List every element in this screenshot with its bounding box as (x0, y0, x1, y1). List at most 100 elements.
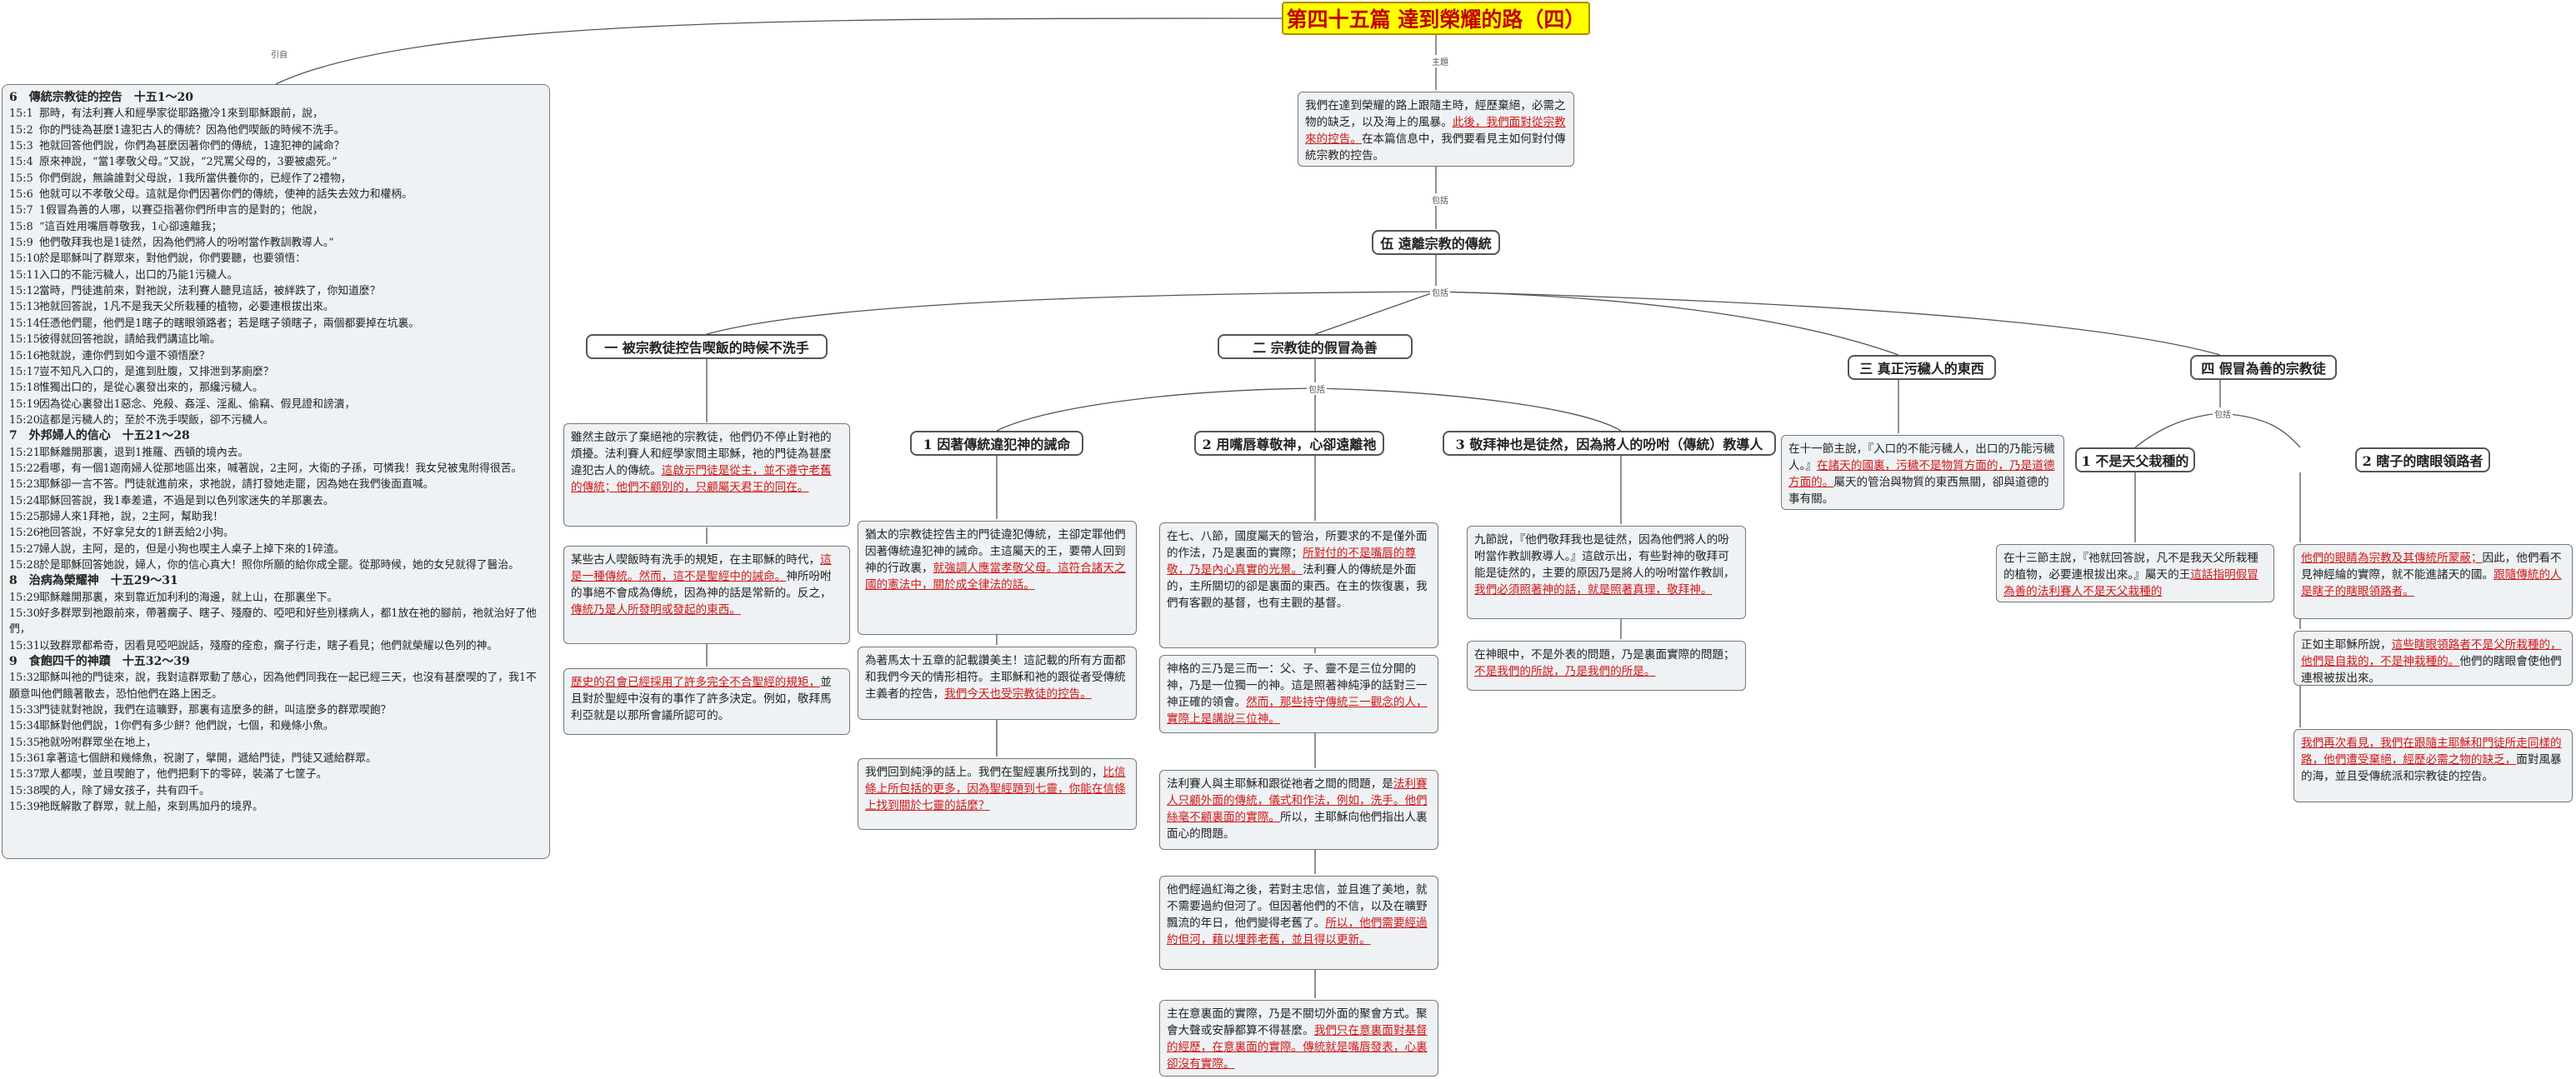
include-label-b4: 包括 (2213, 407, 2233, 420)
verse-text: 耶穌離開那裏，來到靠近加利利的海邊，就上山，在那裏坐下。 (39, 591, 338, 604)
diagram-title[interactable]: 第四十五篇 達到榮耀的路（四） (1282, 2, 1590, 35)
highlight-text: 這是一種傳統。然而，這不是聖經中的誡命。 (571, 553, 832, 583)
branch-2-sub-1-box-3[interactable]: 我們回到純淨的話上。我們在聖經裏所找到的，比信條上所包括的更多，因為聖經題到七靈… (858, 758, 1137, 830)
verse-line: 15:33門徒就對祂說，我們在這曠野，那裏有這麼多的餅，叫這麼多的群眾喫飽？ (9, 702, 543, 718)
verse-line: 15:17豈不知凡入口的，是進到肚腹，又排泄到茅廁麼？ (9, 364, 543, 380)
verse-text: 原來神說，“當1孝敬父母。”又說，“2咒罵父母的，3要被處死。” (39, 156, 338, 169)
body-text: 神所吩咐的事絕不會成為傳統，因為神的話是常新的。反之， (571, 570, 832, 600)
branch-1-heading[interactable]: 一 被宗教徒控告喫飯的時候不洗手 (586, 334, 828, 359)
branch-2-sub-2-box-4[interactable]: 他們經過紅海之後，若對主忠信，並且進了美地，就不需要過約但河了。但因著他們的不信… (1159, 876, 1438, 970)
branch-3-box-1[interactable]: 在十一節主說，『入口的不能污穢人，出口的乃能污穢人。』在諸天的國裏，污穢不是物質… (1781, 435, 2064, 510)
verse-number: 15:30 (9, 607, 40, 620)
verse-text: 那時，有法利賽人和經學家從耶路撒冷1來到耶穌跟前，說， (39, 107, 323, 121)
branch-3-heading[interactable]: 三 真正污穢人的東西 (1848, 355, 1996, 380)
verse-number: 15:8 (9, 220, 33, 233)
branch-2-sub-3-heading[interactable]: 3 敬拜神也是徒然，因為將人的吩咐（傳統）教導人 (1443, 431, 1776, 456)
highlight-text: 這啟示門徒是從主，並不遵守老舊的傳統；他們不顧別的，只顧屬天君王的同在。 (571, 464, 832, 494)
verse-text: 於是耶穌回答她說，婦人，你的信心真大！照你所願的給你成全罷。從那時候，她的女兒就… (39, 558, 519, 572)
verse-line: 15:29耶穌離開那裏，來到靠近加利利的海邊，就上山，在那裏坐下。 (9, 590, 543, 606)
branch-2-heading[interactable]: 二 宗教徒的假冒為善 (1218, 334, 1413, 359)
body-text: 並且對於聖經中沒有的事作了許多決定。例如，敬拜馬利亞就是以那所會議所認可的。 (571, 676, 832, 722)
verse-number: 15:38 (9, 784, 40, 797)
theme-box[interactable]: 我們在達到榮耀的路上跟隨主時，經歷棄絕，必需之物的缺乏，以及海上的風暴。此後，我… (1298, 92, 1574, 167)
branch-2-sub-1-box-1[interactable]: 猶太的宗教徒控告主的門徒違犯傳統，主卻定罪他們因著傳統違犯神的誡命。主這屬天的王… (858, 521, 1137, 635)
highlight-text: 就強調人應當孝敬父母。這符合諸天之國的憲法中，關於成全律法的話。 (865, 562, 1126, 592)
verse-text: 惟獨出口的，是從心裏發出來的，那纔污穢人。 (39, 382, 263, 395)
verse-number: 15:11 (9, 268, 40, 282)
verse-number: 15:1 (9, 107, 33, 121)
branch-4-sub-2-box-1[interactable]: 他們的眼睛為宗教及其傳統所蒙蔽；因此，他們看不見神經綸的實際，就不能進諸天的國。… (2293, 544, 2573, 619)
verse-text: 彼得就回答祂說，請給我們講這比喻。 (39, 333, 221, 347)
verse-text: 耶穌對他們說，1你們有多少餅？他們說，七個，和幾條小魚。 (39, 720, 334, 733)
highlight-text: 他們的眼睛為宗教及其傳統所蒙蔽； (2301, 552, 2483, 565)
highlight-text: 傳統乃是人所發明或發起的東西。 (571, 603, 741, 617)
verse-text: 1假冒為善的人哪，以賽亞指著你們所申言的是對的；他說， (39, 204, 323, 217)
body-text: 法利賽人與主耶穌和跟從祂者之間的問題，是 (1167, 777, 1393, 791)
branch-2-sub-3-box-1[interactable]: 九節說，『他們敬拜我也是徒然，因為他們將人的吩咐當作教訓教導人。』這啟示出，有些… (1467, 526, 1746, 619)
highlight-text: 歷史的召會已經採用了許多完全不合聖經的規矩， (571, 676, 821, 689)
verse-text: 祂既解散了群眾，就上船，來到馬加丹的境界。 (39, 801, 263, 814)
verse-line: 15:23耶穌卻一言不答。門徒就進前來，求祂說，請打發她走罷，因為她在我們後面直… (9, 477, 543, 492)
verse-text: 當時，門徒進前來，對祂說，法利賽人聽見這話，被絆跌了，你知道麼？ (39, 285, 381, 298)
body-text: 正如主耶穌所說， (2301, 638, 2392, 652)
branch-2-sub-3-box-2[interactable]: 在神眼中，不是外表的問題，乃是裏面實際的問題；不是我們的所說，乃是我們的所是。 (1467, 641, 1746, 691)
branch-4-sub-2-box-2[interactable]: 正如主耶穌所說，這些瞎眼領路者不是父所栽種的，他們是自栽的，不是神栽種的。他們的… (2293, 631, 2573, 686)
verse-line: 15:35祂就吩咐群眾坐在地上， (9, 735, 543, 751)
verse-number: 15:12 (9, 285, 40, 298)
verse-line: 15:38喫的人，除了婦女孩子，共有四千。 (9, 783, 543, 799)
verse-number: 15:10 (9, 252, 40, 266)
body-text: 為著馬太十五章的記載讚美主！這記載的所有方面都和我們今天的情形相符。主耶穌和祂的… (865, 654, 1126, 701)
verse-number: 15:23 (9, 478, 40, 492)
verse-text: 眾人都喫，並且喫飽了，他們把剩下的零碎，裝滿了七筐子。 (39, 768, 328, 782)
branch-2-sub-2-box-1[interactable]: 在七、八節，國度屬天的管治，所要求的不是僅外面的作法，乃是裏面的實際；所對付的不… (1159, 522, 1438, 648)
verse-text: 於是耶穌叫了群眾來，對他們說，你們要聽，也要領悟： (39, 252, 306, 266)
branch-1-box-2[interactable]: 某些古人喫飯時有洗手的規矩，在主耶穌的時代，這是一種傳統。然而，這不是聖經中的誡… (563, 546, 850, 644)
verse-number: 15:31 (9, 639, 40, 652)
body-text: 主在意裏面的實際，乃是不關切外面的聚會方式。聚會大聲或安靜都算不得甚麼。 (1167, 1007, 1428, 1037)
main-node[interactable]: 伍 遠離宗教的傳統 (1372, 230, 1500, 255)
verse-text: 那婦人來1拜祂，說，2主阿，幫助我！ (39, 510, 224, 523)
branch-1-box-1[interactable]: 雖然主啟示了棄絕祂的宗教徒，他們仍不停止對祂的煩擾。法利賽人和經學家問主耶穌，祂… (563, 423, 850, 527)
verse-number: 15:21 (9, 446, 40, 459)
verse-text: 豈不知凡入口的，是進到肚腹，又排泄到茅廁麼？ (39, 365, 274, 378)
verse-number: 15:20 (9, 413, 40, 427)
highlight-text: 我們再次看見，我們在跟隨主耶穌和門徒所走同樣的路，他們遭受棄絕，經歷必需之物的缺… (2301, 737, 2562, 767)
branch-1-box-3[interactable]: 歷史的召會已經採用了許多完全不合聖經的規矩，並且對於聖經中沒有的事作了許多決定。… (563, 668, 850, 735)
highlight-text: 比信條上所包括的更多，因為聖經題到七靈，你能在信條上找到關於七靈的話麼？ (865, 766, 1126, 812)
branch-2-sub-2-heading[interactable]: 2 用嘴唇尊敬神，心卻遠離祂 (1194, 431, 1384, 456)
branch-2-sub-2-box-2[interactable]: 神格的三乃是三而一：父、子、靈不是三位分開的神，乃是一位獨一的神。這是照著神純淨… (1159, 655, 1438, 733)
scripture-section-heading: 8 治病為榮耀神 十五29～31 (9, 574, 178, 588)
body-text: 猶太的宗教徒控告主的門徒違犯傳統，主卻定罪他們因著傳統違犯神的誡命。主這屬天的王… (865, 528, 1126, 575)
verse-text: 婦人說，主阿，是的，但是小狗也喫主人桌子上掉下來的1碎渣。 (39, 542, 345, 556)
highlight-text: 所對付的不是嘴唇的尊敬，乃是內心真實的光景。 (1167, 547, 1417, 577)
branch-4-sub-1-box-1[interactable]: 在十三節主說，『祂就回答說，凡不是我天父所栽種的植物，必要連根拔出來。』屬天的王… (1996, 544, 2274, 602)
branch-2-sub-2-box-5[interactable]: 主在意裏面的實際，乃是不關切外面的聚會方式。聚會大聲或安靜都算不得甚麼。我們只在… (1159, 1000, 1438, 1077)
theme-label: 主題 (1430, 55, 1450, 67)
branch-2-sub-1-box-2[interactable]: 為著馬太十五章的記載讚美主！這記載的所有方面都和我們今天的情形相符。主耶穌和祂的… (858, 647, 1137, 720)
branch-4-sub-2-box-3[interactable]: 我們再次看見，我們在跟隨主耶穌和門徒所走同樣的路，他們遭受棄絕，經歷必需之物的缺… (2293, 729, 2573, 802)
verse-text: 好多群眾到祂跟前來，帶著瘸子、瞎子、殘廢的、啞吧和好些別樣病人，都1放在祂的腳前… (9, 607, 537, 637)
highlight-text: 這些瞎眼領路者不是父所栽種的，他們是自栽的，不是神栽種的。 (2301, 638, 2562, 668)
branch-2-sub-2-box-3[interactable]: 法利賽人與主耶穌和跟從祂者之間的問題，是法利賽人只顧外面的傳統，儀式和作法，例如… (1159, 770, 1438, 850)
verse-text: 這都是污穢人的；至於不洗手喫飯，卻不污穢人。 (39, 413, 274, 427)
verse-text: “這百姓用嘴唇尊敬我，1心卻遠離我； (39, 220, 223, 233)
verse-number: 15:27 (9, 542, 40, 556)
branch-4-sub-1-heading[interactable]: 1 不是天父栽種的 (2075, 447, 2195, 472)
body-text: 神格的三乃是三而一：父、子、靈不是三位分開的神，乃是一位獨一的神。這是照著神純淨… (1167, 662, 1428, 709)
verse-number: 15:24 (9, 494, 40, 507)
verse-number: 15:28 (9, 558, 40, 572)
verse-text: 他們敬拜我也是1徒然，因為他們將人的吩咐當作教訓教導人。” (39, 237, 334, 250)
branch-4-heading[interactable]: 四 假冒為善的宗教徒 (2190, 355, 2337, 380)
highlight-text: 這話指明假冒為善的法利賽人不是天父栽種的 (2003, 568, 2258, 598)
verse-number: 15:5 (9, 172, 33, 185)
verse-number: 15:15 (9, 333, 40, 347)
verse-text: 耶穌離開那裏，退到1推羅、西頓的境內去。 (39, 446, 249, 459)
branch-2-sub-1-heading[interactable]: 1 因著傳統違犯神的誡命 (910, 431, 1083, 456)
verse-number: 15:2 (9, 123, 33, 137)
include-label-branches: 包括 (1430, 286, 1450, 298)
branch-4-sub-2-heading[interactable]: 2 瞎子的瞎眼領路者 (2355, 447, 2490, 472)
